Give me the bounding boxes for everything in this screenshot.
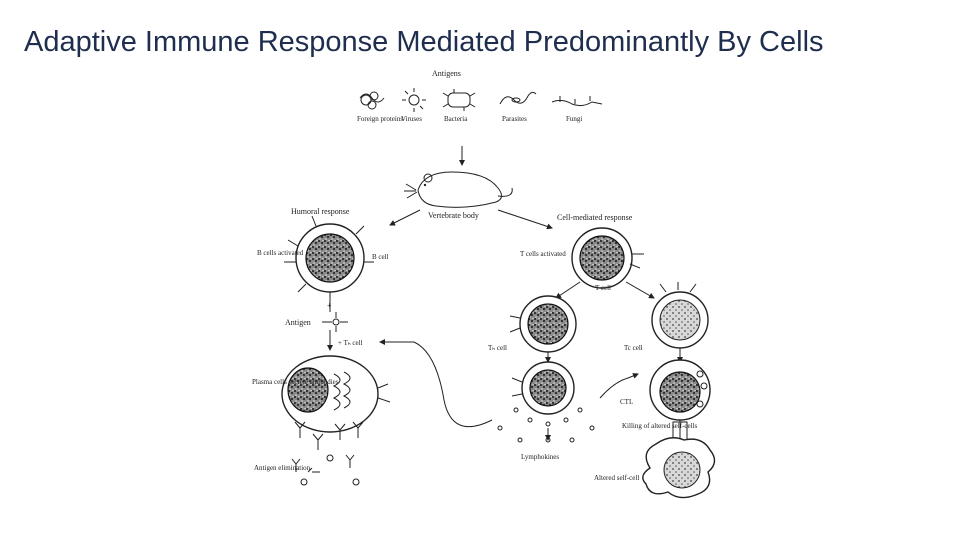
plasma-cell bbox=[281, 355, 391, 433]
th-cell bbox=[509, 295, 577, 353]
antibody-icons bbox=[291, 421, 364, 486]
b-cells-activated-label: B cells activated bbox=[257, 249, 304, 257]
arrow-to-cell-mediated bbox=[497, 209, 553, 230]
altered-self-cell-label: Altered self-cell bbox=[594, 474, 639, 482]
antigen-type-bacteria: Bacteria bbox=[444, 115, 468, 123]
antigen-label: Antigen bbox=[285, 318, 311, 327]
antigen-type-parasites: Parasites bbox=[502, 115, 527, 123]
altered-self-cell bbox=[642, 437, 716, 499]
plasma-cells-label: Plasma cells secrete antibodies bbox=[252, 378, 339, 386]
tc-cell-label: Tc cell bbox=[624, 344, 643, 352]
antigen-elimination-label: Antigen elimination bbox=[254, 464, 311, 472]
arrow-lymphokine-to-ctl bbox=[599, 373, 639, 399]
viruses-icon bbox=[402, 88, 426, 112]
foreign-proteins-icon bbox=[359, 91, 385, 110]
b-cell-label: B cell bbox=[372, 253, 389, 261]
b-cell bbox=[284, 215, 374, 302]
humoral-response-label: Humoral response bbox=[291, 207, 350, 216]
t-cell-label: T cell bbox=[595, 284, 611, 292]
bacteria-icon bbox=[442, 89, 476, 111]
th-cell-activated bbox=[511, 361, 575, 415]
killing-altered-label: Killing of altered self-cells bbox=[622, 422, 697, 430]
lymphokines-label: Lymphokines bbox=[521, 453, 559, 461]
antigen-molecule-icon bbox=[322, 312, 348, 332]
arrow-to-th bbox=[555, 281, 581, 299]
ctl-label: CTL bbox=[620, 398, 633, 406]
arrow-to-humoral bbox=[389, 209, 421, 226]
antigen-type-foreign-proteins: Foreign proteins bbox=[357, 115, 403, 123]
arrow-th-to-b-cell bbox=[379, 339, 493, 428]
antigens-header: Antigens bbox=[432, 69, 461, 78]
cell-mediated-response-label: Cell-mediated response bbox=[557, 213, 633, 222]
slide-title: Adaptive Immune Response Mediated Predom… bbox=[24, 26, 824, 58]
t-cell bbox=[571, 227, 644, 289]
lymphokine-icons bbox=[497, 407, 595, 443]
ctl-cell bbox=[649, 359, 711, 421]
th-cell-label: Tₕ cell bbox=[488, 344, 507, 352]
antigen-type-viruses: Viruses bbox=[401, 115, 422, 123]
fungi-icon bbox=[551, 96, 603, 107]
vertebrate-body-label: Vertebrate body bbox=[428, 211, 479, 220]
parasites-icon bbox=[499, 91, 537, 105]
arrow-to-tc bbox=[625, 281, 655, 299]
antigen-type-fungi: Fungi bbox=[566, 115, 582, 123]
tc-cell bbox=[651, 282, 709, 349]
plus-th-cell-label: + Tₕ cell bbox=[338, 339, 363, 347]
mouse-icon bbox=[404, 171, 513, 208]
t-cells-activated-label: T cells activated bbox=[520, 250, 566, 258]
